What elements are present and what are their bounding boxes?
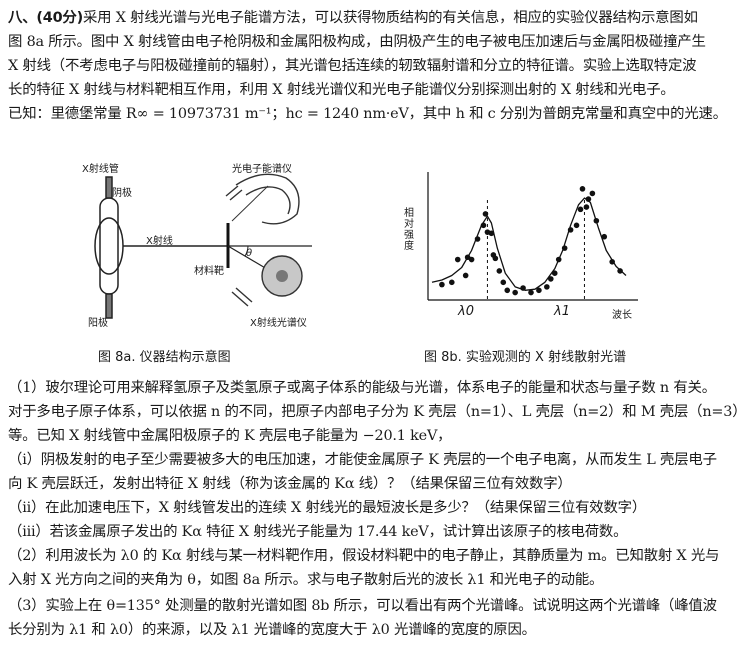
label-target: 材料靶 — [194, 266, 224, 277]
label-theta: θ — [246, 248, 253, 259]
data-point — [454, 256, 461, 263]
question-line-1: （1）玻尔理论可用来解释氢原子及类氢原子或离子体系的能级与光谱，体系电子的能量和… — [8, 380, 716, 396]
data-point — [488, 230, 495, 237]
question-line-11: 长分别为 λ1 和 λ0）的来源，以及 λ1 光谱峰的宽度大于 λ0 光谱峰的宽… — [8, 622, 536, 638]
question-line-6: （ii）在此加速电压下，X 射线管发出的连续 X 射线光的最短波长是多少？（结果… — [8, 500, 647, 516]
data-point — [579, 186, 586, 192]
fit-curve — [431, 197, 627, 291]
data-point — [567, 227, 574, 233]
data-point — [482, 211, 489, 217]
question-line-7: （iii）若该金属原子发出的 Kα 特征 X 射线光子能量为 17.44 keV… — [8, 524, 628, 540]
question-line-4: （i）阴极发射的电子至少需要被多大的电压加速，才能使金属原子 K 壳层的一个电子… — [8, 452, 717, 468]
header-text-2: 图 8a 所示。图中 X 射线管由电子枪阴极和金属阳极构成，由阴极产生的电子被电… — [8, 34, 706, 50]
question-line-8: （2）利用波长为 λ0 的 Kα 射线与某一材料靶作用，假设材料靶中的电子静止，… — [8, 548, 720, 564]
header-text-5: 已知：里德堡常量 R∞ = 10973731 m⁻¹；hc = 1240 nm·… — [8, 106, 727, 122]
data-point — [528, 289, 534, 296]
data-point — [474, 236, 481, 242]
data-point — [520, 285, 526, 291]
tick-label-lambda1: λ1 — [554, 304, 570, 319]
data-point — [555, 256, 562, 263]
label-xray-beam: X射线 — [146, 236, 173, 247]
problem-header-line-1: 八、(40分)采用 X 射线光谱与光电子能谱方法，可以获得物质结构的有关信息，相… — [8, 8, 698, 28]
figure-8b-plot — [431, 186, 627, 300]
data-point — [512, 289, 518, 296]
tick-label-lambda0: λ0 — [458, 304, 474, 319]
data-point — [544, 284, 550, 290]
theta-arc — [244, 245, 249, 257]
figure-8b-axes — [427, 172, 638, 301]
data-point — [577, 206, 584, 213]
data-point — [536, 287, 542, 294]
label-xray-tube: X射线管 — [82, 164, 119, 175]
header-text-3: X 射线（不考虑电子与阳极碰撞前的辐射），其光谱包括连续的轫致辐射谱和分立的特征… — [8, 58, 697, 74]
data-point — [617, 268, 623, 274]
data-point — [492, 255, 499, 262]
question-line-3: 等。已知 X 射线管中金属阳极原子的 K 壳层电子能量为 −20.1 keV， — [8, 428, 452, 444]
label-cathode: 阴极 — [112, 188, 132, 199]
data-point — [609, 259, 615, 265]
caption-figure-8a: 图 8a. 仪器结构示意图 — [98, 350, 231, 365]
data-point — [583, 204, 590, 210]
chart-xlabel: 波长 — [612, 310, 632, 321]
header-text-1: 采用 X 射线光谱与光电子能谱方法，可以获得物质结构的有关信息，相应的实验仪器结… — [82, 10, 698, 26]
data-point — [601, 233, 608, 240]
data-point — [468, 256, 475, 263]
data-point — [573, 222, 580, 229]
data-point — [548, 276, 554, 282]
data-point — [480, 222, 487, 229]
question-line-10: （3）实验上在 θ=135° 处测量的散射光谱如图 8b 所示，可以看出有两个光… — [8, 598, 717, 614]
data-point — [504, 287, 511, 294]
label-photoelectron-spectrometer: 光电子能谱仪 — [232, 164, 292, 175]
question-line-5: 向 K 壳层跃迁，发射出特征 X 射线（称为该金属的 Kα 线）？（结果保留三位… — [8, 476, 572, 492]
problem-number: 八、(40分) — [8, 10, 83, 26]
data-point — [449, 279, 455, 286]
data-point — [500, 279, 507, 286]
data-point — [551, 270, 558, 277]
data-point — [585, 196, 592, 202]
data-point — [462, 272, 469, 279]
caption-figure-8b: 图 8b. 实验观测的 X 射线散射光谱 — [424, 350, 627, 365]
data-point — [593, 217, 600, 224]
photoelectron-spectrometer — [225, 173, 300, 225]
question-line-2: 对于多电子原子体系，可以依据 n 的不同，把原子内部电子分为 K 壳层（n=1）… — [8, 404, 747, 420]
label-xray-spectrometer: X射线光谱仪 — [250, 318, 307, 329]
header-text-4: 长的特征 X 射线与材料靶相互作用，利用 X 射线光谱仪和光电子能谱仪分别探测出… — [8, 82, 675, 98]
chart-ylabel: 相对强度 — [404, 208, 414, 252]
data-point — [496, 268, 503, 274]
data-point — [589, 190, 596, 197]
xray-spectrometer — [231, 255, 303, 307]
question-line-9: 入射 X 光方向之间的夹角为 θ，如图 8a 所示。求与电子散射后光的波长 λ1… — [8, 572, 604, 588]
data-point — [439, 281, 445, 288]
label-anode: 阳极 — [88, 318, 108, 329]
data-point — [561, 245, 568, 251]
